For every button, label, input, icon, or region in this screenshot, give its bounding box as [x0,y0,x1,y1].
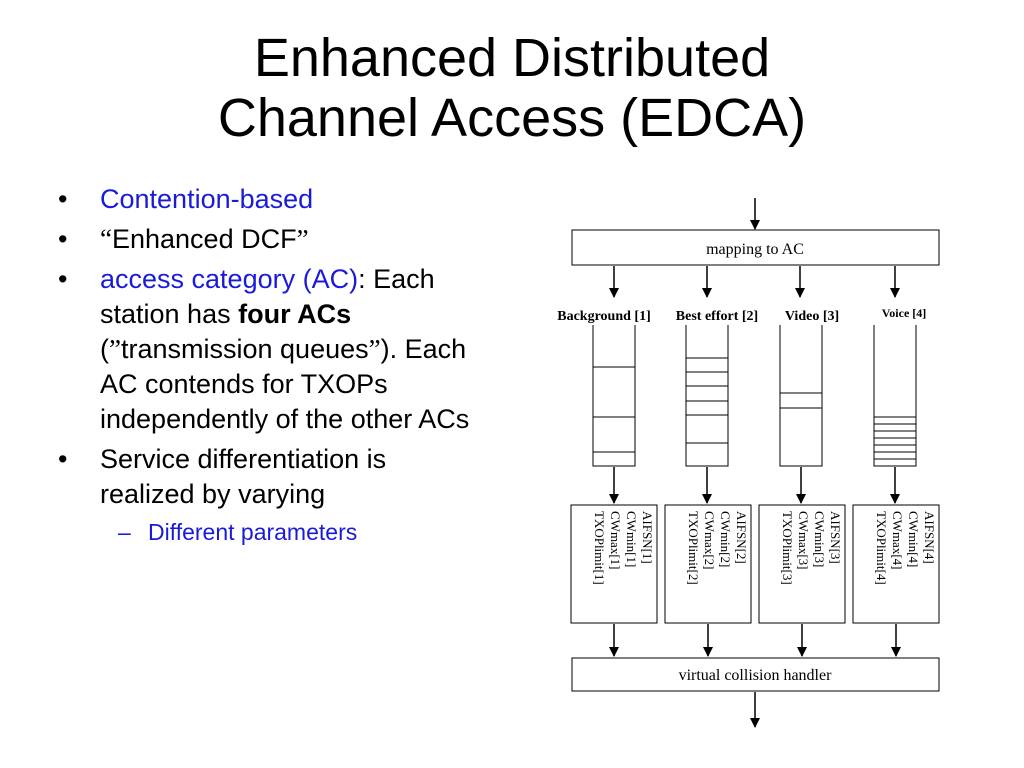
param-cwmax-4: CWmax[4] [890,511,905,569]
bullet-text: Contention-based [100,184,314,214]
param-txoplimit-1: TXOPlimit[1] [592,511,607,585]
bullet-dot: • [58,264,68,294]
param-aifsn-4: AIFSN[4] [922,511,937,564]
param-cwmin-1: CWmin[1] [624,511,639,567]
bullet-dot: • [58,224,68,254]
queue-best-effort [685,325,729,467]
param-txoplimit-2: TXOPlimit[2] [686,511,701,585]
bullet-text: ( [100,334,109,364]
params-box-voice [852,504,940,624]
bullet-text: ). Each AC contends for TXOPs independen… [100,334,470,434]
queue-voice [873,325,917,467]
bullet-text: Service differentiation is realized by v… [100,444,387,509]
param-aifsn-2: AIFSN[2] [734,511,749,564]
bullet-text: Enhanced DCF [111,224,297,254]
four-acs-emphasis: four ACs [238,299,352,329]
params-box-background [570,504,658,624]
params-box-best-effort [664,504,752,624]
param-cwmax-3: CWmax[3] [796,511,811,569]
mapping-box [571,229,940,266]
collision-handler-box [571,657,940,692]
queue-background [592,325,636,467]
bullet-dot: • [58,444,68,474]
bullet-enhanced-dcf: • “Enhanced DCF” [58,222,478,257]
collision-handler-label: virtual collision handler [679,667,833,684]
sub-bullet-text: Different parameters [148,519,358,545]
params-box-video [758,504,846,624]
param-cwmin-4: CWmin[4] [906,511,921,567]
slide-title: Enhanced Distributed Channel Access (EDC… [0,28,1024,148]
open-quote: ” [109,334,121,364]
queue-label-best-effort: Best effort [2] [676,309,758,324]
sub-bullet-dash: – [118,519,131,545]
access-category-term: access category (AC) [100,264,359,294]
param-cwmin-3: CWmin[3] [812,511,827,567]
queue-label-video: Video [3] [785,309,839,324]
queue-label-background: Background [1] [557,309,650,324]
close-quote: ” [296,224,309,254]
bullet-text: : Each station has [100,264,435,329]
bullet-text: transmission queues [120,334,369,364]
param-cwmax-2: CWmax[2] [702,511,717,569]
open-quote: “ [100,224,112,254]
bullet-access-category: • access category (AC): Each station has… [58,262,478,437]
param-cwmin-2: CWmin[2] [718,511,733,567]
param-aifsn-3: AIFSN[3] [828,511,843,564]
bullet-contention-based: • Contention-based [58,182,478,217]
bullet-list: • Contention-based • “Enhanced DCF” • ac… [58,182,478,547]
mapping-label: mapping to AC [706,241,804,258]
param-txoplimit-4: TXOPlimit[4] [874,511,889,585]
bullet-service-differentiation: • Service differentiation is realized by… [58,442,478,512]
queue-label-voice: Voice [4] [882,306,927,320]
close-quote: ” [368,334,381,364]
param-aifsn-1: AIFSN[1] [640,511,655,564]
param-txoplimit-3: TXOPlimit[3] [780,511,795,585]
sub-bullet-different-parameters: – Different parameters [58,517,478,547]
param-cwmax-1: CWmax[1] [608,511,623,569]
bullet-dot: • [58,184,68,214]
title-line-2: Channel Access (EDCA) [217,88,807,148]
queue-video [779,325,823,467]
title-line-1: Enhanced Distributed [253,28,771,88]
